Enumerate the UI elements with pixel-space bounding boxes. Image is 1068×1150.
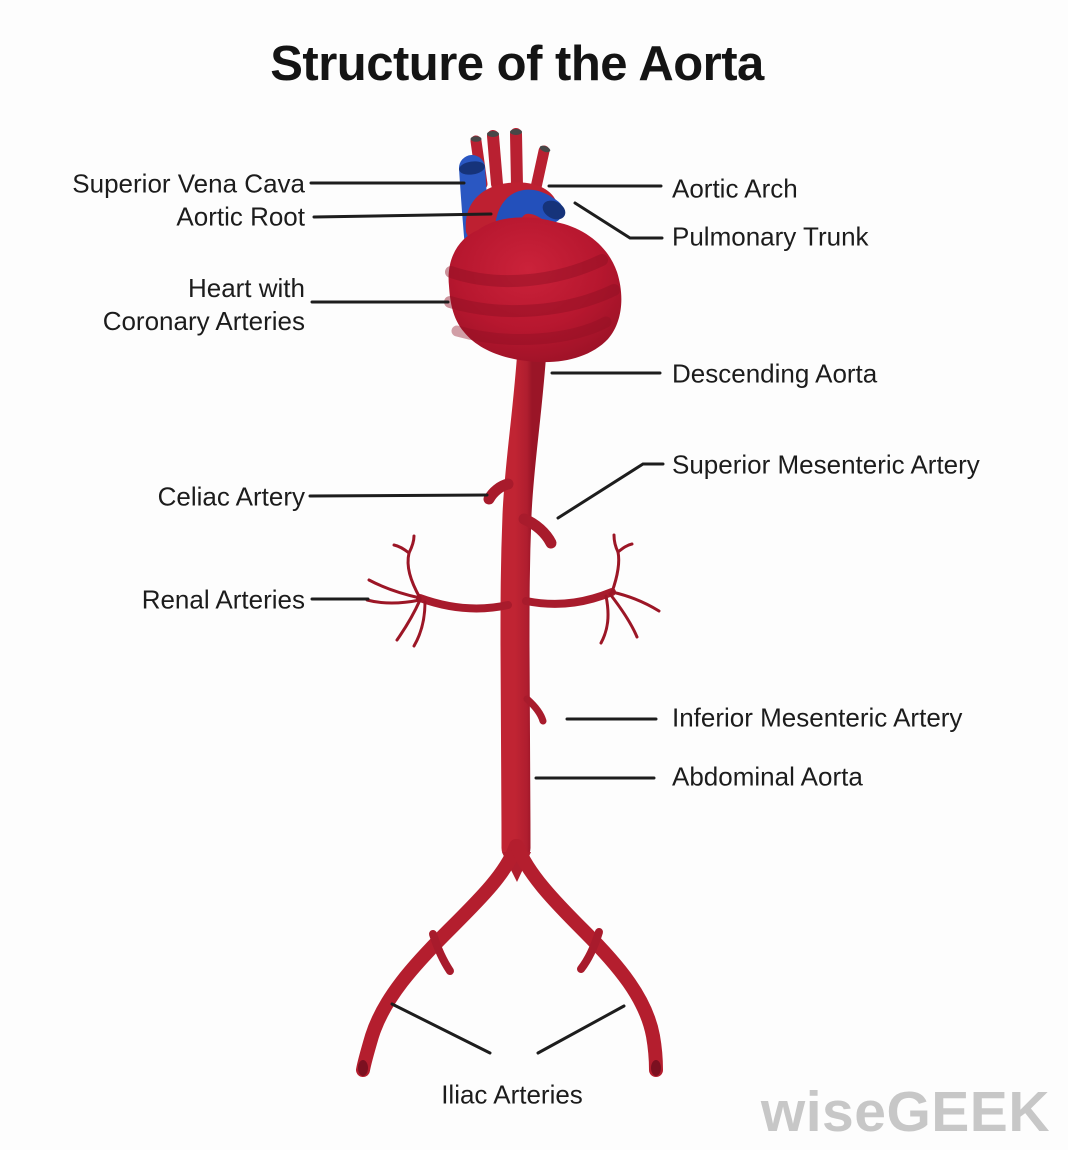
label-pulmonary-trunk: Pulmonary Trunk <box>672 221 869 252</box>
superior-mesenteric-vessel <box>518 513 557 549</box>
leader-pulmonary-trunk <box>573 201 664 240</box>
aorta-branches <box>483 478 557 725</box>
iliac-arteries-vessels <box>356 839 663 1077</box>
label-renal-arteries: Renal Arteries <box>141 584 305 615</box>
heart-body <box>444 217 622 363</box>
descending-aorta-vessel <box>500 335 547 863</box>
label-iliac-arteries: Iliac Arteries <box>441 1079 583 1110</box>
label-heart-with-coronary-arteries: Heart with Coronary Arteries <box>103 272 305 338</box>
leader-iliac-right <box>536 1004 626 1055</box>
label-aortic-root: Aortic Root <box>176 201 305 232</box>
renal-arteries-vessels <box>365 533 661 648</box>
coronary-artery-stripes <box>444 254 620 345</box>
label-celiac-artery: Celiac Artery <box>157 481 305 512</box>
leader-celiac <box>308 493 489 498</box>
label-superior-vena-cava: Superior Vena Cava <box>72 168 305 199</box>
leader-aortic-root <box>312 212 493 219</box>
label-heart-line2: Coronary Arteries <box>102 306 305 336</box>
celiac-artery-vessel <box>483 478 514 505</box>
label-inferior-mesenteric-artery: Inferior Mesenteric Artery <box>672 702 963 733</box>
page-title: Structure of the Aorta <box>270 37 764 91</box>
arch-branch-tips <box>470 129 551 153</box>
label-descending-aorta: Descending Aorta <box>672 358 878 389</box>
label-aortic-arch: Aortic Arch <box>672 173 798 204</box>
inferior-mesenteric-vessel <box>523 695 547 725</box>
leader-iliac-left <box>390 1002 492 1055</box>
label-heart-line1: Heart with <box>187 273 305 303</box>
label-abdominal-aorta: Abdominal Aorta <box>672 761 863 792</box>
leader-lines <box>308 181 665 1055</box>
label-superior-mesenteric-artery: Superior Mesenteric Artery <box>672 449 980 480</box>
wisegeek-watermark: wiseGEEK <box>760 1080 1050 1144</box>
leader-superior-mesenteric <box>556 462 665 520</box>
